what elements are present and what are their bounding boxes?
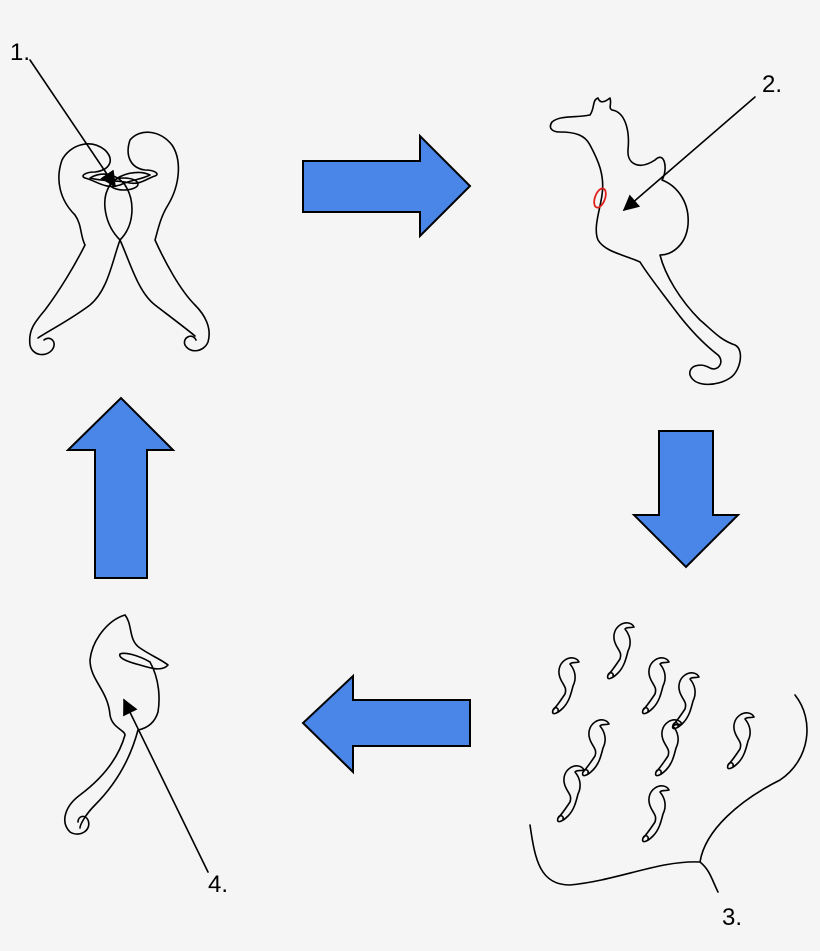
arrow-up	[65, 396, 176, 579]
baby-seahorse	[551, 657, 580, 715]
father-pouch-outline	[529, 694, 808, 893]
baby-seahorse	[606, 622, 635, 680]
baby-seahorses	[551, 622, 755, 843]
label-step-2: 2.	[762, 71, 782, 98]
baby-seahorse	[641, 657, 670, 715]
baby-seahorse	[654, 719, 683, 777]
baby-seahorse	[556, 765, 585, 823]
pointer-line-1	[29, 59, 116, 188]
label-step-1: 1.	[10, 39, 30, 66]
baby-seahorse	[581, 719, 610, 777]
pointer-line-2	[622, 96, 756, 212]
arrow-down	[631, 430, 741, 569]
label-step-4: 4.	[208, 871, 228, 898]
baby-seahorse	[641, 785, 670, 843]
label-step-3: 3.	[722, 904, 742, 931]
brood-pouch-highlight	[593, 187, 607, 209]
pregnant-male-seahorse	[549, 97, 742, 386]
arrow-left	[301, 673, 471, 775]
arrow-right	[302, 133, 472, 239]
pointer-line-4	[123, 698, 209, 873]
courting-seahorse-pair	[28, 131, 210, 356]
juvenile-seahorse	[64, 614, 169, 835]
baby-seahorse	[726, 712, 755, 770]
